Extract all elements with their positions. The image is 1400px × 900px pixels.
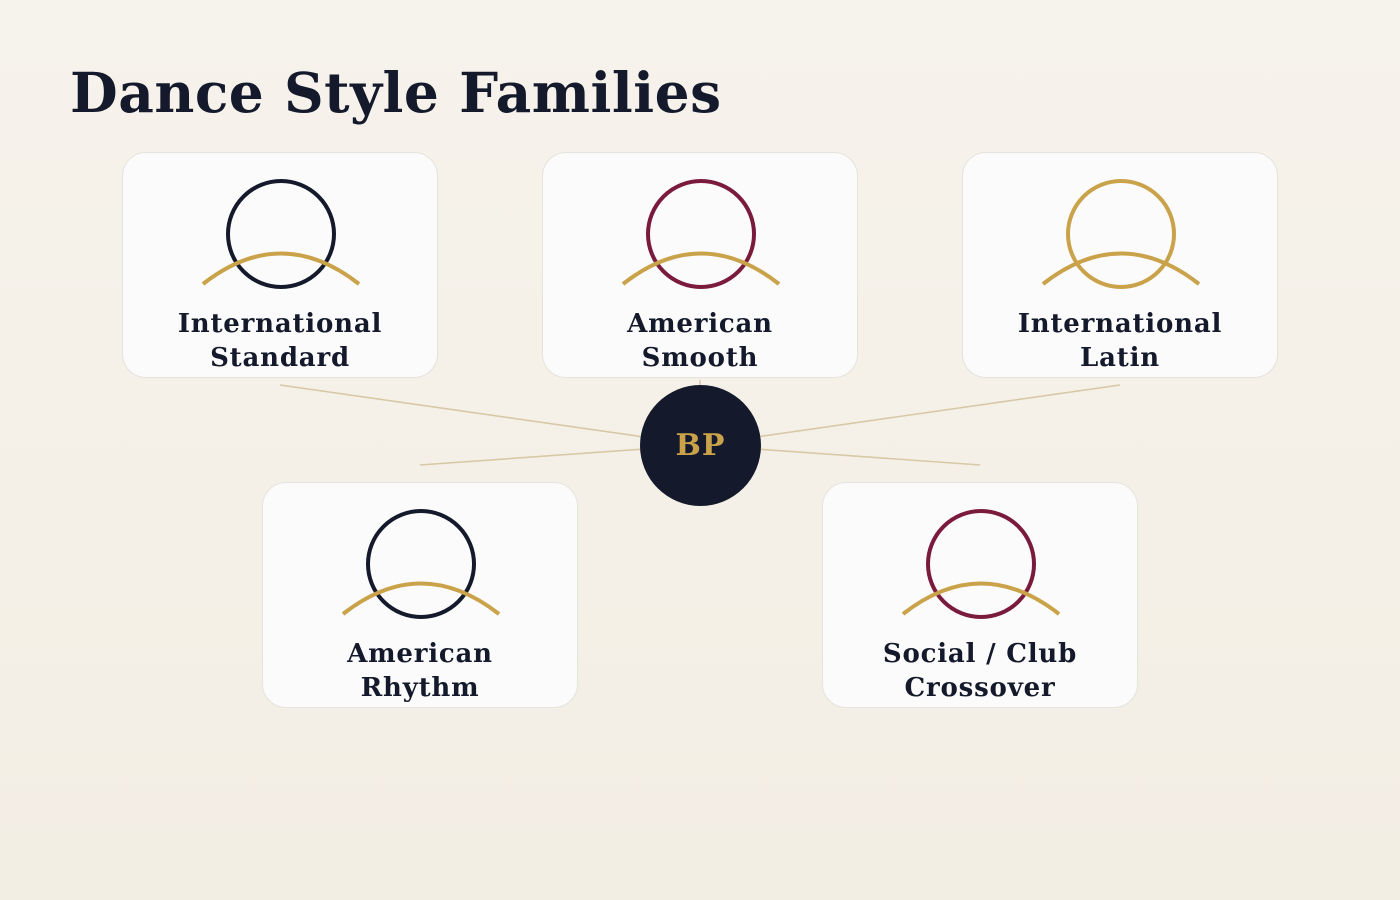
family-label: Social / Club Crossover <box>843 637 1117 705</box>
ring-with-gold-arc-icon <box>621 179 781 289</box>
ring-with-gold-arc-icon <box>1041 179 1201 289</box>
family-card-social-club-crossover[interactable]: Social / Club Crossover <box>822 482 1138 708</box>
family-card-international-standard[interactable]: International Standard <box>122 152 438 378</box>
ring-with-gold-arc-icon <box>341 509 501 619</box>
family-label: American Rhythm <box>283 637 557 705</box>
family-label-line1: International <box>1017 309 1223 339</box>
hub-label: BP <box>675 428 726 463</box>
family-label-line2: Rhythm <box>360 673 480 703</box>
family-label-line2: Standard <box>210 343 350 373</box>
connector-international-latin <box>699 384 1121 446</box>
family-label-line2: Crossover <box>904 673 1056 703</box>
family-label: American Smooth <box>563 307 837 375</box>
family-label: International Latin <box>983 307 1257 375</box>
connector-international-standard <box>279 384 701 446</box>
family-label-line2: Smooth <box>641 343 759 373</box>
family-card-american-smooth[interactable]: American Smooth <box>542 152 858 378</box>
family-label-line1: American <box>627 309 773 339</box>
page-title: Dance Style Families <box>70 60 722 125</box>
ring-with-gold-arc-icon <box>201 179 361 289</box>
family-label-line1: American <box>347 639 493 669</box>
family-label-line2: Latin <box>1080 343 1160 373</box>
family-label-line1: International <box>177 309 383 339</box>
family-label: International Standard <box>143 307 417 375</box>
hub-badge[interactable]: BP <box>640 385 761 506</box>
family-card-american-rhythm[interactable]: American Rhythm <box>262 482 578 708</box>
family-label-line1: Social / Club <box>882 639 1078 669</box>
family-card-international-latin[interactable]: International Latin <box>962 152 1278 378</box>
ring-with-gold-arc-icon <box>901 509 1061 619</box>
